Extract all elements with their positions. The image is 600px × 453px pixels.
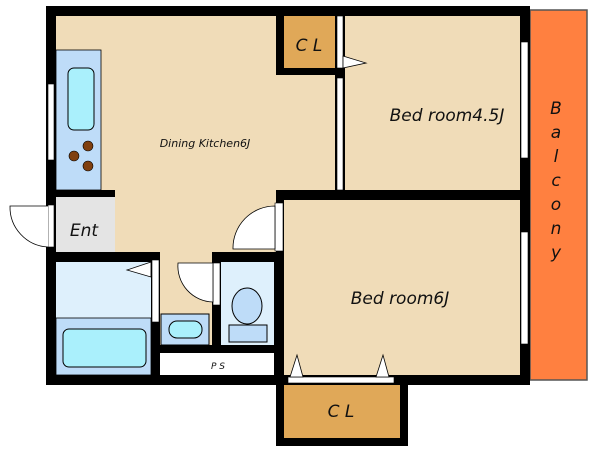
washroom-door-frame	[151, 259, 160, 323]
balcony-letter: B	[550, 99, 562, 119]
burner-icon	[82, 160, 94, 172]
entrance-label: Ent	[70, 221, 100, 241]
bathtub	[62, 328, 147, 368]
entrance-floor	[56, 197, 115, 252]
toilet-bowl	[231, 287, 263, 325]
window	[47, 83, 55, 161]
burner-icon	[82, 140, 94, 152]
balcony-letter: c	[551, 171, 561, 191]
toilet-tank	[228, 324, 268, 343]
balcony-letter: l	[554, 147, 559, 167]
sliding-door	[336, 77, 344, 191]
closet-bottom-label: C L	[328, 402, 355, 422]
closet-door-swing	[289, 353, 304, 378]
balcony-letter: a	[551, 123, 561, 143]
window	[520, 41, 529, 159]
closet-top	[284, 16, 335, 68]
closet-top-wall-bottom	[276, 68, 336, 75]
balcony-letter: o	[551, 195, 561, 215]
balcony-letter: n	[551, 219, 562, 239]
closet-door-swing	[375, 353, 390, 378]
kitchen-sink	[67, 67, 95, 131]
balcony-letter: y	[550, 243, 562, 263]
pipe-space	[160, 353, 274, 375]
dining-kitchen-label: Dining Kitchen6J	[160, 137, 251, 150]
bedroom-6-floor	[284, 200, 520, 375]
closet-door-swing	[342, 55, 368, 69]
burner-icon	[68, 150, 80, 162]
washbasin	[168, 320, 203, 339]
entrance-door-frame	[47, 204, 55, 248]
closet-door	[287, 376, 395, 384]
balcony	[529, 9, 588, 381]
balcony-label: B a l c o n y	[550, 99, 562, 263]
washroom-door-swing	[125, 261, 152, 278]
closet-door	[336, 15, 344, 69]
toilet-door-swing	[177, 262, 214, 303]
pipe-space-label: P S	[211, 362, 225, 372]
closet-bottom	[284, 385, 400, 438]
bedroom-door-swing	[232, 205, 276, 250]
bedroom-door-frame	[274, 202, 284, 252]
toilet-door-frame	[212, 262, 221, 306]
window	[520, 231, 529, 345]
closet-top-label: C L	[296, 36, 323, 56]
bedroom-6-label: Bed room6J	[351, 289, 450, 309]
bedroom-4-5-floor	[345, 16, 520, 190]
entrance-door-swing	[9, 205, 49, 248]
bedroom-4-5-label: Bed room4.5J	[390, 106, 505, 126]
closet-top-wall	[276, 16, 284, 75]
